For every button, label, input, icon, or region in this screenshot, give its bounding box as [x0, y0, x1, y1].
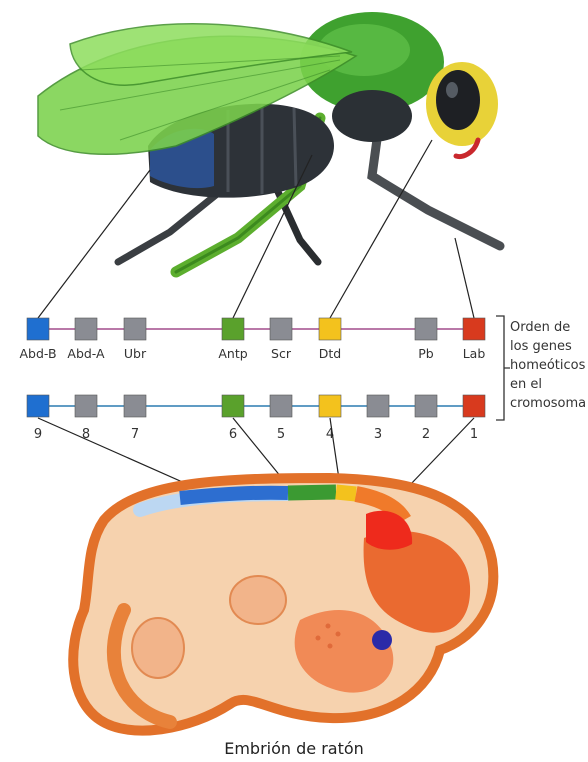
mouse-embryo-illustration	[73, 478, 493, 731]
fly-gene-label-8: Lab	[463, 346, 486, 361]
mouse-gene-box-8	[415, 395, 437, 417]
fly-gene-label-7: Pb	[418, 346, 434, 361]
fly-gene-box-5	[270, 318, 292, 340]
fly-gene-label-3: Ubr	[124, 346, 147, 361]
mouse-gene-box-1	[27, 395, 49, 417]
fly-gene-label-4: Antp	[218, 346, 247, 361]
mouse-gene-label-4: 6	[229, 427, 237, 442]
fly-gene-box-2	[75, 318, 97, 340]
mouse-gene-box-9	[463, 395, 485, 417]
mouse-gene-label-8: 2	[422, 427, 430, 442]
note-text: Orden de los genes homeóticos en el crom…	[510, 320, 588, 411]
fly-gene-label-5: Scr	[271, 346, 292, 361]
mouse-gene-box-6	[319, 395, 341, 417]
mouse-gene-label-1: 9	[34, 427, 42, 442]
row-bracket	[496, 316, 510, 420]
fly-gene-label-1: Abd-B	[19, 346, 56, 361]
mouse-gene-label-7: 3	[374, 427, 382, 442]
note-line-1: Orden de	[510, 320, 570, 335]
fly-gene-box-6	[319, 318, 341, 340]
note-line-3: homeóticos	[510, 358, 586, 373]
fly-gene-label-2: Abd-A	[67, 346, 105, 361]
figure-caption: Embrión de ratón	[224, 739, 364, 758]
note-line-4: en el	[510, 377, 542, 392]
mouse-gene-box-4	[222, 395, 244, 417]
fly-gene-box-1	[27, 318, 49, 340]
note-line-5: cromosoma	[510, 396, 586, 411]
mouse-gene-label-5: 5	[277, 427, 285, 442]
mouse-gene-box-7	[367, 395, 389, 417]
mouse-gene-box-2	[75, 395, 97, 417]
fly-gene-box-7	[415, 318, 437, 340]
fly-gene-row: Abd-B Abd-A Ubr Antp Scr Dtd Pb Lab	[19, 318, 485, 361]
mouse-gene-label-9: 1	[470, 427, 478, 442]
fly-gene-box-4	[222, 318, 244, 340]
fly-gene-box-8	[463, 318, 485, 340]
fly-gene-box-3	[124, 318, 146, 340]
note-line-2: los genes	[510, 339, 572, 354]
mouse-gene-box-5	[270, 395, 292, 417]
fly-gene-label-6: Dtd	[319, 346, 341, 361]
mouse-gene-label-3: 7	[131, 427, 139, 442]
mouse-gene-box-3	[124, 395, 146, 417]
